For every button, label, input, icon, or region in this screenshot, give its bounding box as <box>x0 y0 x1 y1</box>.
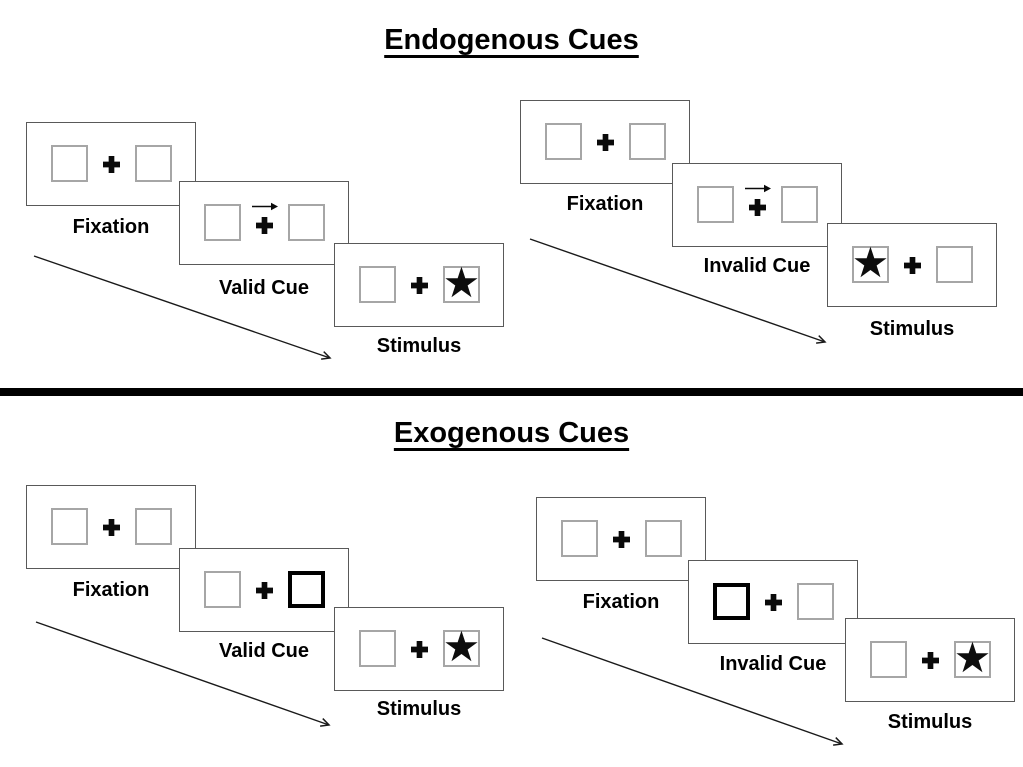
fixation-cross-icon <box>411 641 428 658</box>
cue-box <box>713 583 750 620</box>
right-box <box>797 583 834 620</box>
right-box: ★ <box>443 261 480 303</box>
card-label: Stimulus <box>376 698 462 720</box>
section-title-exogenous: Exogenous Cues <box>393 417 630 449</box>
section-title-endogenous: Endogenous Cues <box>384 24 639 56</box>
card-label: Invalid Cue <box>703 255 811 277</box>
card-label: Stimulus <box>887 711 973 733</box>
right-box <box>135 508 172 545</box>
left-box <box>697 186 734 223</box>
star-icon: ★ <box>442 258 481 306</box>
fixation-cross-icon <box>749 199 766 216</box>
right-box <box>288 204 325 241</box>
fixation-cross-icon <box>103 156 120 173</box>
fixation-cross-icon <box>103 519 120 536</box>
card-label: Stimulus <box>376 335 462 357</box>
right-box <box>135 145 172 182</box>
right-box <box>629 123 666 160</box>
fixation-cross-icon <box>597 134 614 151</box>
fixation-cross-icon <box>256 217 273 234</box>
star-icon: ★ <box>851 238 890 286</box>
left-box <box>545 123 582 160</box>
fixation-card <box>520 100 690 184</box>
left-box <box>359 630 396 667</box>
fixation-cross-icon <box>904 257 921 274</box>
card-label: Stimulus <box>869 318 955 340</box>
cue-arrow-icon <box>252 202 278 211</box>
left-box: ★ <box>852 241 889 283</box>
sequence-arrow <box>33 255 332 360</box>
right-box <box>936 246 973 283</box>
valid-cue-card <box>179 548 349 632</box>
card-label: Fixation <box>582 591 660 613</box>
fixation-cross-icon <box>922 652 939 669</box>
card-label: Fixation <box>72 579 150 601</box>
fixation-card <box>536 497 706 581</box>
card-label: Fixation <box>72 216 150 238</box>
right-box: ★ <box>443 625 480 667</box>
valid-cue-card <box>179 181 349 265</box>
left-box <box>204 571 241 608</box>
fixation-card <box>26 485 196 569</box>
left-box <box>51 145 88 182</box>
left-box <box>51 508 88 545</box>
card-label: Valid Cue <box>218 640 310 662</box>
sequence-arrow <box>35 621 331 727</box>
stimulus-card: ★ <box>334 607 504 691</box>
invalid-cue-card <box>672 163 842 247</box>
invalid-cue-card <box>688 560 858 644</box>
card-label: Fixation <box>566 193 644 215</box>
card-label: Invalid Cue <box>719 653 827 675</box>
fixation-cross-icon <box>765 594 782 611</box>
left-box <box>561 520 598 557</box>
stimulus-card: ★ <box>334 243 504 327</box>
fixation-cross-icon <box>613 531 630 548</box>
left-box <box>870 641 907 678</box>
left-box <box>359 266 396 303</box>
right-box: ★ <box>954 636 991 678</box>
star-icon: ★ <box>953 633 992 681</box>
fixation-card <box>26 122 196 206</box>
right-box <box>781 186 818 223</box>
left-box <box>204 204 241 241</box>
fixation-cross-icon <box>256 582 273 599</box>
star-icon: ★ <box>442 622 481 670</box>
cue-arrow-icon <box>745 184 771 193</box>
card-label: Valid Cue <box>218 277 310 299</box>
stimulus-card: ★ <box>827 223 997 307</box>
stimulus-card: ★ <box>845 618 1015 702</box>
right-box <box>645 520 682 557</box>
section-divider <box>0 388 1023 396</box>
fixation-cross-icon <box>411 277 428 294</box>
cue-box <box>288 571 325 608</box>
